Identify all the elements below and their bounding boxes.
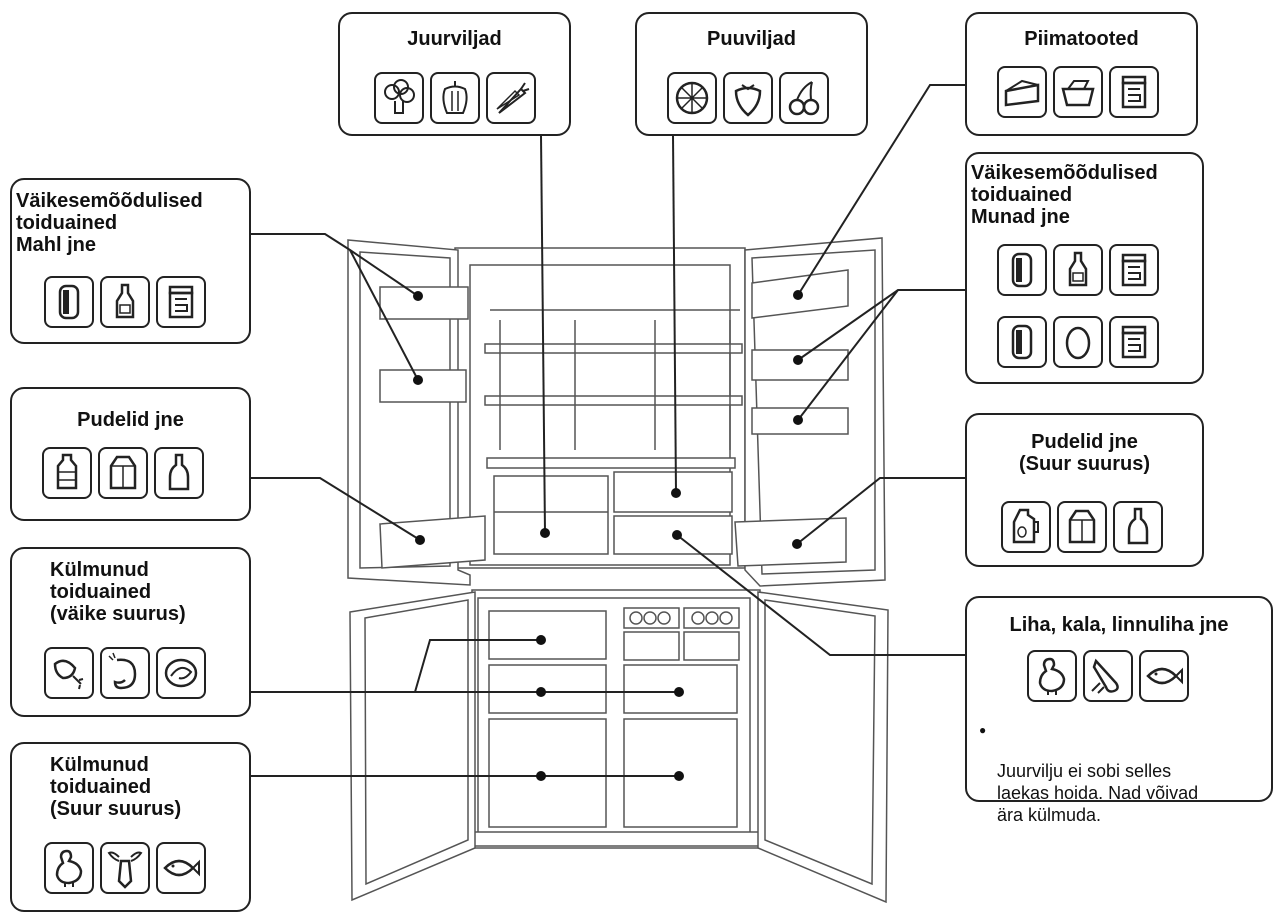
- note-bullet: ●: [979, 723, 987, 737]
- ice-tray-1: [623, 631, 680, 661]
- box-fruit-title: Puuviljad: [707, 28, 796, 50]
- pepper-icon: [430, 72, 480, 124]
- box-frozen-small-title: Külmunud toiduained (väike suurus): [50, 559, 186, 625]
- ice-tray-2: [683, 631, 740, 661]
- box-small-eggs: Väikesemõõdulised toiduained Munad jne: [965, 152, 1204, 384]
- meat-note: ● Juurvilju ei sobi selles laekas hoida.…: [979, 716, 1269, 848]
- box-small-eggs-title: Väikesemõõdulised toiduained Munad jne: [971, 162, 1158, 228]
- jar-icon: [1109, 66, 1159, 118]
- fridge-illustration: [347, 237, 889, 904]
- egg-icon: [1053, 316, 1103, 368]
- sauce-bottle-icon: [1053, 244, 1103, 296]
- shelf-2: [484, 395, 743, 406]
- icons-dairy: [997, 66, 1159, 118]
- icons-fruit: [667, 72, 829, 124]
- fish-steak-icon: [156, 647, 206, 699]
- leader-dots: [413, 290, 803, 781]
- note-text: Juurvilju ei sobi selles laekas hoida. N…: [997, 761, 1199, 825]
- butter-icon: [1053, 66, 1103, 118]
- freezer-drawer-1: [488, 610, 607, 660]
- orange-slice-icon: [667, 72, 717, 124]
- cheese-icon: [997, 66, 1047, 118]
- box-bottles: Pudelid jne: [10, 387, 251, 521]
- box-dairy-title: Piimatooted: [1024, 28, 1139, 50]
- chicken-icon: [1027, 650, 1077, 702]
- wine-bottle-icon: [154, 447, 204, 499]
- icons-small-eggs-row1: [997, 244, 1159, 296]
- strawberry-icon: [723, 72, 773, 124]
- box-bottles-title: Pudelid jne: [77, 409, 184, 431]
- right-door-bin-4: [734, 517, 847, 567]
- icons-frozen-small: [44, 647, 206, 699]
- right-freezer-door: [757, 591, 889, 904]
- left-door-bin-3: [379, 515, 486, 569]
- plastic-bottle-icon: [42, 447, 92, 499]
- box-frozen-large-title: Külmunud toiduained (Suur suurus): [50, 754, 182, 820]
- milk-carton-icon: [1057, 501, 1107, 553]
- left-door-bin-1: [379, 286, 469, 320]
- right-door-bin-2: [751, 349, 849, 381]
- shrimp-icon: [100, 647, 150, 699]
- broccoli-icon: [374, 72, 424, 124]
- shelf-1: [484, 343, 743, 354]
- icons-small-eggs-row2: [997, 316, 1159, 368]
- box-vegetables-title: Juurviljad: [407, 28, 502, 50]
- freezer-drawer-3: [488, 718, 607, 828]
- box-frozen-large: Külmunud toiduained (Suur suurus): [10, 742, 251, 912]
- fish-icon: [1139, 650, 1189, 702]
- chicken-icon: [44, 842, 94, 894]
- can-icon: [997, 316, 1047, 368]
- wine-bottle-icon: [1113, 501, 1163, 553]
- cherry-icon: [779, 72, 829, 124]
- box-frozen-small: Külmunud toiduained (väike suurus): [10, 547, 251, 717]
- box-fruit: Puuviljad: [635, 12, 868, 136]
- jar-icon: [1109, 244, 1159, 296]
- box-small-juice-title: Väikesemõõdulised toiduained Mahl jne: [16, 190, 203, 256]
- icons-frozen-large: [44, 842, 206, 894]
- chicken-leg-icon: [44, 647, 94, 699]
- can-icon: [44, 276, 94, 328]
- freezer-base: [469, 831, 763, 847]
- sauce-bottle-icon: [100, 276, 150, 328]
- shelf-3: [486, 457, 736, 469]
- box-meat: Liha, kala, linnuliha jne ● Juurvilju ei…: [965, 596, 1273, 825]
- fish-icon: [156, 842, 206, 894]
- box-small-juice: Väikesemõõdulised toiduained Mahl jne: [10, 178, 251, 344]
- jug-icon: [1001, 501, 1051, 553]
- box-bottles-large-title: Pudelid jne (Suur suurus): [1018, 431, 1151, 475]
- left-door-bin-2: [379, 369, 467, 403]
- box-meat-title: Liha, kala, linnuliha jne: [1009, 614, 1229, 636]
- box-bottles-large: Pudelid jne (Suur suurus): [965, 413, 1204, 567]
- box-vegetables: Juurviljad: [338, 12, 571, 136]
- can-icon: [997, 244, 1047, 296]
- leader-lines: [250, 84, 966, 777]
- left-freezer-door: [349, 591, 476, 902]
- jar-icon: [1109, 316, 1159, 368]
- drawer-vegetables: [493, 475, 609, 555]
- lobster-icon: [100, 842, 150, 894]
- icons-small-juice: [44, 276, 206, 328]
- drumstick-icon: [1083, 650, 1133, 702]
- icons-bottles: [42, 447, 204, 499]
- left-door-top: [347, 239, 471, 586]
- freezer-drawer-2: [488, 664, 607, 714]
- icons-meat: [1027, 650, 1189, 702]
- box-dairy: Piimatooted: [965, 12, 1198, 136]
- carrot-icon: [486, 72, 536, 124]
- jar-icon: [156, 276, 206, 328]
- milk-carton-icon: [98, 447, 148, 499]
- icons-bottles-large: [1001, 501, 1163, 553]
- icons-vegetables: [374, 72, 536, 124]
